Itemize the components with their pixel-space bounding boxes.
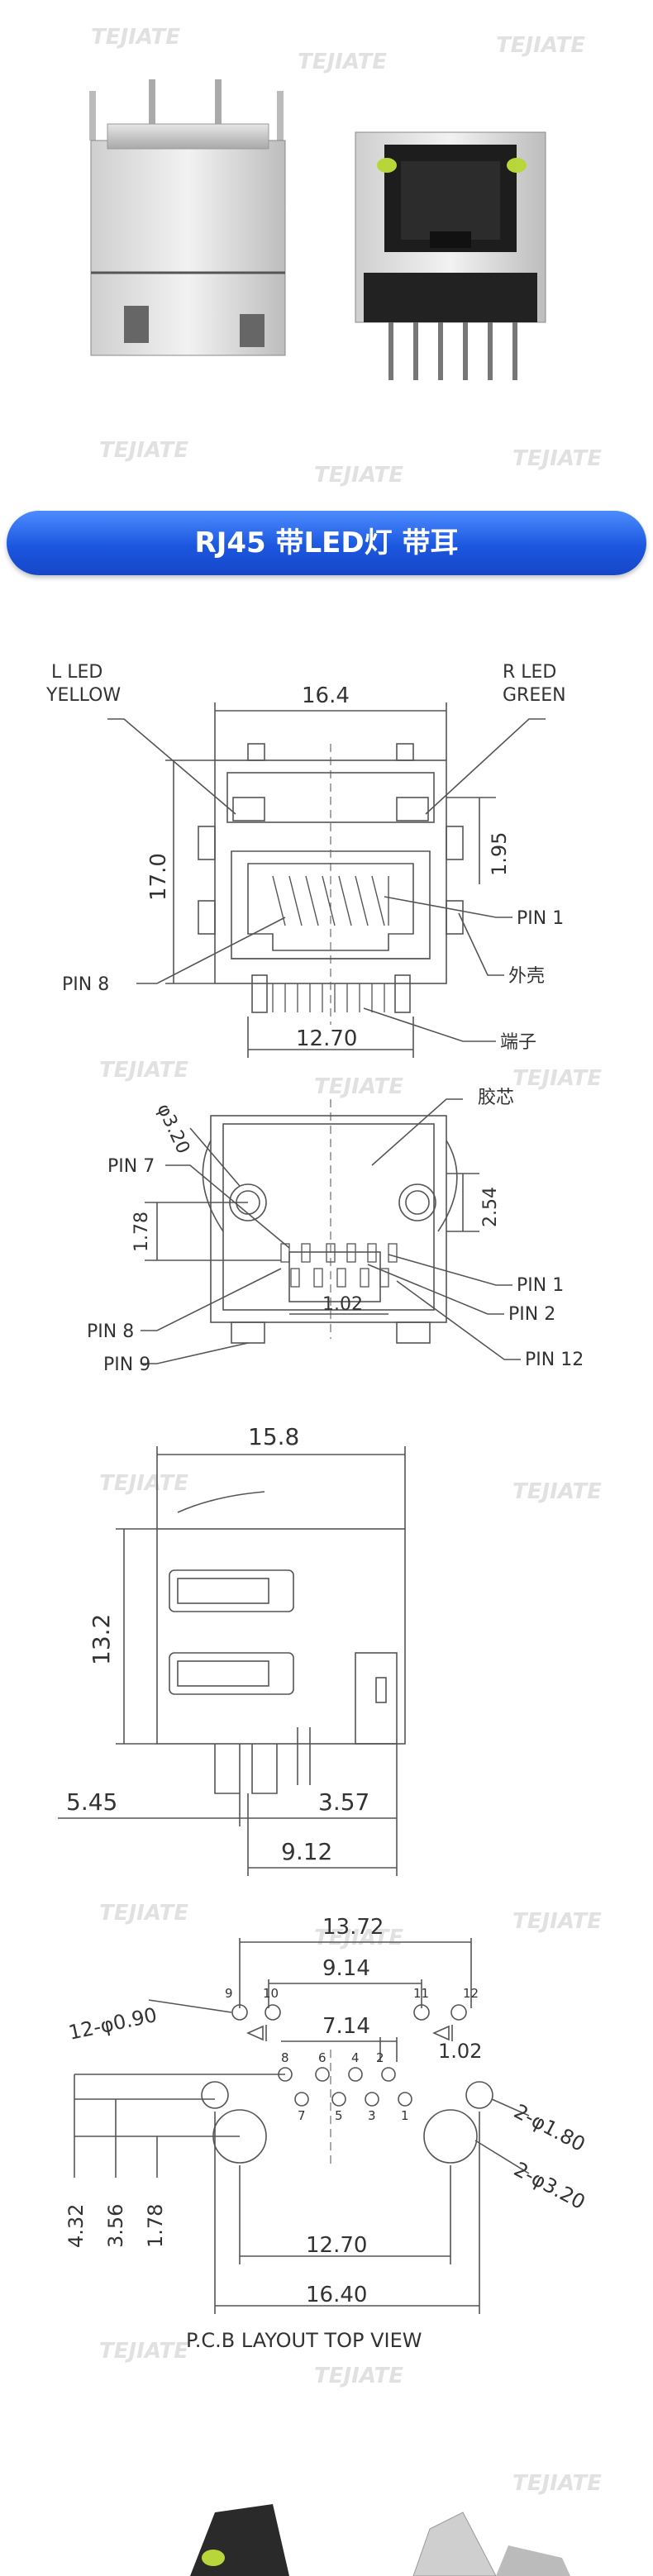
pin9-label: PIN 9	[103, 1355, 150, 1375]
title-banner: RJ45 带LED灯 带耳	[7, 511, 646, 575]
pcb-pin-label: 12	[463, 1986, 479, 2001]
big-holes-dim: 2-φ3.20	[510, 2158, 589, 2214]
dim-357: 3.57	[318, 1788, 369, 1816]
rj45-side-photo	[89, 79, 286, 356]
terminal-label: 端子	[500, 1032, 536, 1053]
banner-title: RJ45 带LED灯 带耳	[194, 526, 459, 559]
pcb-pin-label: 6	[318, 2050, 326, 2065]
pcb-pin-label: 7	[298, 2108, 306, 2123]
pcb-caption: P.C.B LAYOUT TOP VIEW	[186, 2329, 422, 2352]
pin12-label: PIN 12	[525, 1350, 584, 1370]
length-dim: 15.8	[248, 1423, 299, 1450]
pin8-label: PIN 8	[87, 1321, 134, 1342]
pin8-label: PIN 8	[62, 974, 109, 995]
dim-1640: 16.40	[306, 2283, 367, 2307]
left-led-color: YELLOW	[45, 685, 121, 706]
dim-356: 3.56	[104, 2204, 127, 2248]
dim-432: 4.32	[64, 2204, 88, 2248]
rj45-front-photo	[355, 131, 546, 380]
pcb-pin-label: 4	[351, 2050, 360, 2065]
pcb-pin-label: 9	[225, 1986, 233, 2001]
pcb-pin-label: 5	[335, 2108, 343, 2123]
dim-714: 7.14	[322, 2014, 370, 2039]
dim-254: 2.54	[480, 1187, 501, 1227]
side-view-drawing: 15.8 13.2 5.45 3.57 9.12	[0, 1405, 653, 1893]
core-label: 胶芯	[478, 1088, 514, 1108]
led-holes-dim: 12-φ0.90	[66, 2003, 159, 2045]
dim-178: 1.78	[131, 1212, 152, 1252]
left-led-label: L LED	[51, 662, 102, 683]
dim-178: 1.78	[144, 2204, 167, 2248]
hole-dia-dim: φ3.20	[153, 1101, 193, 1157]
dim-912: 9.12	[281, 1838, 332, 1865]
right-led-label: R LED	[503, 662, 556, 683]
right-led-color: GREEN	[503, 685, 566, 706]
height-dim: 17.0	[146, 853, 171, 901]
pin-span-dim: 12.70	[296, 1026, 357, 1051]
front-view-drawing: L LED YELLOW R LED GREEN 16.4 17.0 1.95 …	[0, 628, 653, 1074]
shell-label: 外壳	[508, 966, 545, 987]
product-photo	[0, 0, 653, 504]
pcb-pin-label: 2	[376, 2050, 384, 2065]
small-holes-dim: 2-φ1.80	[510, 2100, 589, 2156]
pin1-label: PIN 1	[517, 1275, 564, 1296]
bottom-photo-partial	[0, 2479, 653, 2576]
pin2-label: PIN 2	[508, 1304, 555, 1325]
pcb-layout-drawing: 13.72 9.14 7.14 1.02 12-φ0.90 2-φ1.80 2-…	[0, 1901, 653, 2364]
watermark-text: TEJIATE	[314, 2364, 403, 2388]
width-dim: 16.4	[302, 683, 350, 708]
dim-102: 1.02	[438, 2040, 482, 2063]
pcb-pin-label: 8	[281, 2050, 289, 2065]
dim-545: 5.45	[66, 1788, 117, 1816]
pcb-pin-label: 1	[401, 2108, 409, 2123]
dim-1372: 13.72	[322, 1915, 384, 1940]
pin1-label: PIN 1	[517, 908, 564, 929]
led-offset-dim: 1.95	[488, 832, 511, 876]
pcb-pin-label: 3	[368, 2108, 376, 2123]
dim-914: 9.14	[322, 1956, 370, 1981]
dim-1270: 12.70	[306, 2233, 367, 2258]
pcb-pin-label: 11	[413, 1986, 429, 2001]
pcb-pin-label: 10	[263, 1986, 279, 2001]
bottom-view-drawing: φ3.20 胶芯 PIN 7 1.78 2.54 1.02 PIN 1 PIN …	[0, 1066, 653, 1388]
pin7-label: PIN 7	[107, 1156, 155, 1177]
pitch-dim: 1.02	[322, 1294, 363, 1315]
height-dim: 13.2	[88, 1614, 115, 1665]
